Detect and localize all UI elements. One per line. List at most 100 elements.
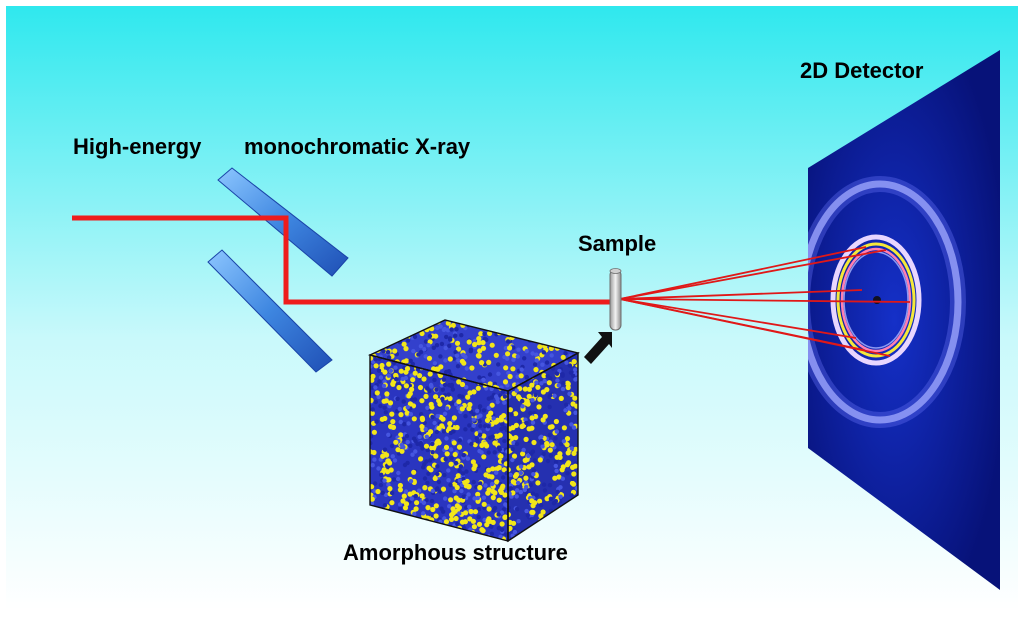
atom-blue <box>561 439 567 444</box>
atom-yellow <box>429 404 435 410</box>
atom-blue <box>444 436 449 441</box>
atom-blue <box>565 471 570 476</box>
atom-yellow <box>447 421 453 427</box>
atom-yellow <box>389 411 395 417</box>
atom-blue <box>401 437 406 442</box>
atom-blue <box>481 495 487 500</box>
atom-yellow <box>371 429 377 435</box>
atom-blue <box>426 343 431 348</box>
atom-yellow <box>538 513 544 519</box>
atom-yellow <box>499 485 505 491</box>
atom-yellow <box>404 410 410 416</box>
atom-yellow <box>429 445 435 451</box>
atom-yellow <box>493 419 499 425</box>
atom-blue <box>423 427 428 432</box>
atom-yellow <box>510 520 517 526</box>
atom-yellow <box>450 506 456 512</box>
atom-blue <box>443 358 448 363</box>
atom-blue <box>514 494 519 499</box>
atom-blue <box>434 387 439 392</box>
atom-yellow <box>512 480 518 486</box>
atom-blue <box>391 477 397 482</box>
atom-yellow <box>397 482 403 489</box>
atom-blue <box>468 349 473 354</box>
atom-yellow <box>454 424 460 431</box>
atom-blue <box>471 479 476 485</box>
atom-blue <box>573 377 578 382</box>
atom-blue <box>377 379 382 384</box>
atom-blue <box>440 396 445 402</box>
atom-blue <box>512 529 518 535</box>
atom-blue <box>494 394 499 399</box>
atom-blue <box>573 410 578 415</box>
atom-yellow <box>456 497 462 503</box>
atom-yellow <box>492 440 498 446</box>
atom-blue <box>568 370 574 375</box>
atom-blue <box>463 414 468 419</box>
atom-yellow <box>466 339 472 345</box>
atom-blue <box>435 486 440 491</box>
atom-blue <box>460 471 466 476</box>
atom-yellow <box>423 443 430 449</box>
atom-blue <box>378 375 384 380</box>
atom-blue <box>530 491 536 496</box>
atom-blue <box>501 507 507 512</box>
atom-yellow <box>422 485 428 491</box>
atom-blue <box>505 356 510 361</box>
atom-yellow <box>466 484 472 490</box>
atom-blue <box>446 468 451 473</box>
atom-blue <box>441 509 446 514</box>
atom-blue <box>515 354 520 359</box>
atom-blue <box>564 402 569 407</box>
atom-blue <box>547 404 552 410</box>
atom-blue <box>560 372 565 377</box>
atom-blue <box>452 489 457 494</box>
atom-yellow <box>495 433 501 439</box>
atom-blue <box>395 476 401 482</box>
atom-yellow <box>431 366 437 372</box>
atom-yellow <box>379 362 385 369</box>
atom-blue <box>569 493 574 498</box>
atom-yellow <box>472 509 479 515</box>
atom-yellow <box>433 513 439 519</box>
atom-blue <box>475 408 480 413</box>
atom-blue <box>459 333 464 338</box>
atom-blue <box>430 441 435 447</box>
atom-yellow <box>428 429 434 435</box>
atom-blue <box>558 485 563 490</box>
atom-yellow <box>456 346 462 352</box>
atom-blue <box>456 405 461 411</box>
atom-blue <box>505 339 511 344</box>
atom-blue <box>548 376 553 381</box>
atom-yellow <box>541 373 547 379</box>
mirror-lower <box>207 249 333 373</box>
atom-yellow <box>529 425 535 431</box>
atom-yellow <box>436 398 442 404</box>
atom-blue <box>385 350 391 355</box>
atom-blue <box>534 380 539 385</box>
atom-yellow <box>466 405 472 412</box>
atom-blue <box>530 351 535 356</box>
atom-blue <box>370 501 375 506</box>
atom-blue <box>539 434 544 439</box>
atom-yellow <box>456 379 462 385</box>
atom-yellow <box>387 486 393 492</box>
atom-yellow <box>389 500 395 506</box>
atom-blue <box>416 352 421 357</box>
atom-blue <box>549 353 554 358</box>
atom-blue <box>479 450 484 455</box>
atom-yellow <box>404 366 411 372</box>
atom-blue <box>500 422 505 427</box>
atom-blue <box>405 439 410 445</box>
atom-yellow <box>433 453 439 459</box>
label-amorphous-structure: Amorphous structure <box>343 540 568 565</box>
atom-blue <box>491 416 496 421</box>
atom-blue <box>443 345 448 351</box>
atom-yellow <box>481 501 487 507</box>
atom-yellow <box>419 330 425 337</box>
atom-blue <box>508 486 514 491</box>
atom-yellow <box>403 346 409 352</box>
atom-blue <box>449 327 454 332</box>
atom-blue <box>478 413 483 418</box>
atom-blue <box>418 344 424 349</box>
